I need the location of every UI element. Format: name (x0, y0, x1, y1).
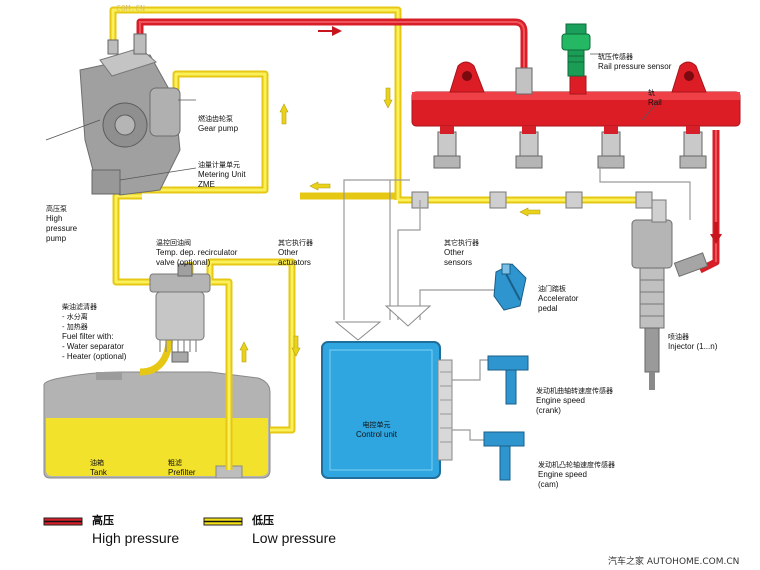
cam-speed-sensor (483, 431, 525, 481)
watermark-bottom: 汽车之家 AUTOHOME.COM.CN (608, 557, 740, 567)
legend (43, 517, 243, 526)
common-rail (411, 61, 741, 127)
rail-outlets (433, 131, 707, 169)
flow-arrow-icon (318, 26, 342, 36)
fuel-filter (149, 263, 211, 363)
control-unit (321, 341, 453, 479)
low-pressure-arrows (239, 87, 541, 363)
fuel-tank (43, 371, 271, 479)
gear-pump (149, 87, 181, 137)
watermark-top: COM.CN (116, 4, 145, 13)
signal-arrows (334, 305, 432, 341)
leader-lines (45, 53, 661, 181)
rail-pressure-sensor (561, 23, 591, 77)
injector (631, 199, 709, 390)
metering-unit (91, 169, 121, 195)
accelerator-pedal (493, 263, 527, 311)
high-pressure-pump (79, 33, 181, 196)
flow-arrow-icon (710, 222, 722, 244)
crank-speed-sensor (487, 355, 529, 405)
